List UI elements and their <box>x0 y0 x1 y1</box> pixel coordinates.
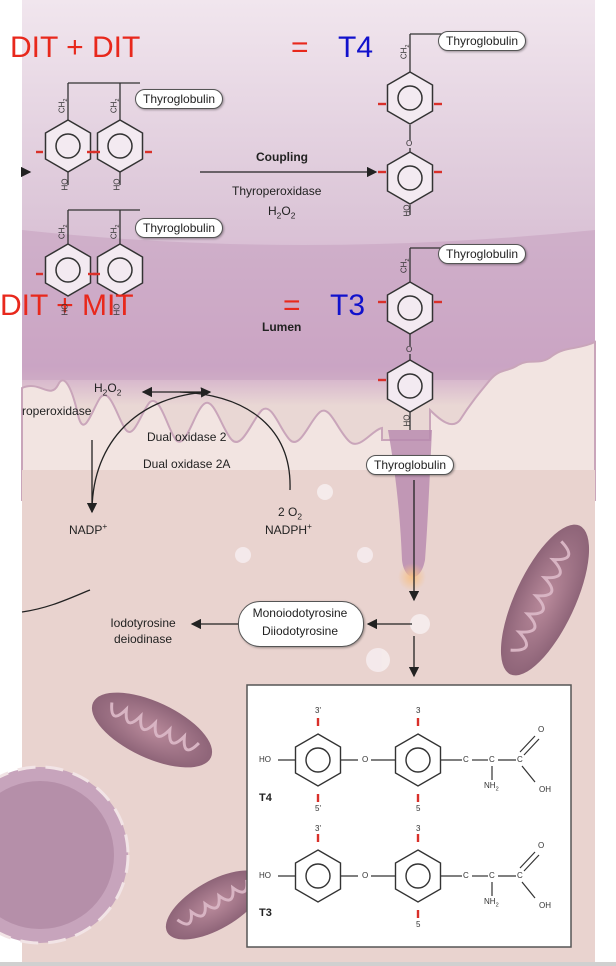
ch2-label: CH2 <box>109 98 122 114</box>
nh2-label: NH2 <box>484 897 499 909</box>
ho-label: HO <box>259 871 271 880</box>
ho-label: HO <box>259 755 271 764</box>
thyroglobulin-label: Thyroglobulin <box>135 218 224 238</box>
nadp-label: NADP+ <box>69 521 108 537</box>
position-5-label: 5 <box>416 804 421 813</box>
ho-label: HO <box>402 204 412 217</box>
ho-label: HO <box>402 414 412 427</box>
c-label: C <box>517 755 523 764</box>
c-label: C <box>517 871 523 880</box>
mitochondrion-right <box>500 524 590 676</box>
equation-top-equals: = <box>291 31 309 64</box>
position-3-label: 3 <box>416 706 421 715</box>
position-5p-label: 5' <box>315 804 321 813</box>
c-label: C <box>463 871 469 880</box>
dual-oxidase-2-label: Dual oxidase 2 <box>147 430 227 444</box>
t4-label: T4 <box>259 792 272 804</box>
benzene-rings <box>44 71 434 413</box>
benzene-ring <box>386 281 434 335</box>
ho-label: HO <box>112 303 122 316</box>
ho-label: HO <box>60 303 70 316</box>
monoiodotyrosine-label: Monoiodotyrosine <box>252 606 348 620</box>
ch2-label: CH2 <box>399 258 412 274</box>
position-5-label: 5 <box>416 920 421 929</box>
mit-dit-pill <box>238 601 364 647</box>
nucleus <box>0 765 130 945</box>
coupling-label: Coupling <box>256 150 308 164</box>
c-label: C <box>463 755 469 764</box>
thyroglobulin-label: Thyroglobulin <box>438 244 527 264</box>
o-label: O <box>362 755 369 764</box>
thyroglobulin-label: Thyroglobulin <box>366 455 455 475</box>
position-3-label: 3 <box>416 824 421 833</box>
ch2-label: CH2 <box>57 98 70 114</box>
mitochondrion-bottom <box>165 870 265 940</box>
h2o2-cycle-label: H2O2 <box>94 381 122 398</box>
ho-label: HO <box>112 178 122 191</box>
iodotyrosine-label: Iodotyrosine <box>110 616 176 630</box>
nadph-label: NADPH+ <box>265 521 312 537</box>
equation-top-lhs: DIT + DIT <box>10 31 141 64</box>
equation-top-rhs: T4 <box>338 31 374 64</box>
benzene-ring <box>386 359 434 413</box>
lumen-colloid <box>22 230 595 383</box>
deiodinase-label: deiodinase <box>113 632 173 646</box>
nh2-label: NH2 <box>484 781 499 793</box>
lumen-label: Lumen <box>262 320 302 334</box>
o-label: O <box>406 345 413 354</box>
structure-bonds <box>67 33 445 430</box>
benzene-ring <box>96 119 144 173</box>
o-label: O <box>538 725 545 734</box>
ch2-label: CH2 <box>109 224 122 240</box>
t3-label: T3 <box>259 907 272 919</box>
mitochondrion-left <box>91 692 213 768</box>
o-label: O <box>406 139 413 148</box>
o2-label: 2 O2 <box>278 505 303 522</box>
ch2-label: CH2 <box>57 224 70 240</box>
thyroglobulin-label: Thyroglobulin <box>438 31 527 51</box>
h2o2-label: H2O2 <box>268 204 296 221</box>
position-3p-label: 3' <box>315 824 321 833</box>
equation-bottom-lhs: DIT + MIT <box>0 289 134 322</box>
thyroperoxidase-partial-label: roperoxidase <box>22 404 92 418</box>
thyroglobulin-label: Thyroglobulin <box>135 89 224 109</box>
dual-oxidase-2a-label: Dual oxidase 2A <box>143 457 231 471</box>
h2o2-cycle-arc <box>91 387 212 513</box>
benzene-ring <box>44 243 92 297</box>
deiodinase-recycle-line <box>21 589 91 613</box>
thyroperoxidase-label: Thyroperoxidase <box>232 184 322 198</box>
equation-bottom-equals: = <box>283 289 301 322</box>
benzene-ring <box>386 71 434 125</box>
benzene-ring <box>386 151 434 205</box>
oh-label: OH <box>539 901 551 910</box>
oh-label: OH <box>539 785 551 794</box>
benzene-ring <box>44 119 92 173</box>
diiodotyrosine-label: Diiodotyrosine <box>261 624 339 638</box>
position-3p-label: 3' <box>315 706 321 715</box>
inset-box <box>246 684 572 948</box>
ch2-label: CH2 <box>399 44 412 60</box>
c-label: C <box>489 871 495 880</box>
benzene-ring <box>96 243 144 297</box>
equation-bottom-rhs: T3 <box>330 289 366 322</box>
ho-label: HO <box>60 178 70 191</box>
iodine-marks <box>36 102 442 382</box>
c-label: C <box>489 755 495 764</box>
o-label: O <box>538 841 545 850</box>
o-label: O <box>362 871 369 880</box>
